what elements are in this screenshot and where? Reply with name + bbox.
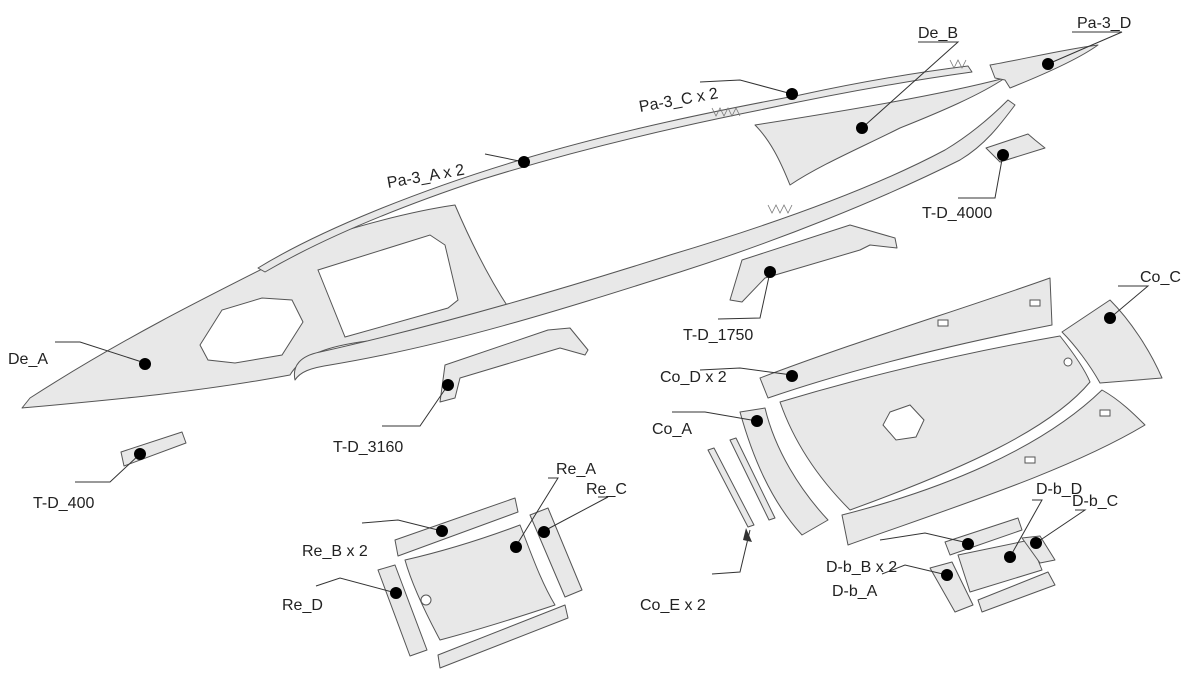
part-de-b xyxy=(754,77,1006,186)
part-co-d-upper xyxy=(759,277,1053,399)
label-co-e: Co_E x 2 xyxy=(640,597,706,614)
finger-joint-1 xyxy=(711,107,741,117)
part-co-d-lower xyxy=(841,389,1146,546)
part-co-d-main xyxy=(779,335,1091,511)
label-co-d: Co_D x 2 xyxy=(660,369,727,386)
finger-joint-2 xyxy=(767,204,793,214)
leaders xyxy=(55,31,1150,594)
part-pa3-c xyxy=(293,99,1016,381)
label-db-b: D-b_B x 2 xyxy=(826,559,897,576)
part-td-4000 xyxy=(985,133,1046,163)
part-re-b xyxy=(394,497,569,669)
label-dots xyxy=(134,58,1116,599)
label-db-a: D-b_A xyxy=(832,583,878,600)
label-td-3160: T-D_3160 xyxy=(333,439,403,456)
label-td-4000: T-D_4000 xyxy=(922,205,992,222)
part-td-400 xyxy=(120,431,187,467)
part-re-a xyxy=(404,524,556,641)
label-de-a: De_A xyxy=(8,351,48,368)
arrow-head-co-e xyxy=(743,528,752,542)
finger-joint-3 xyxy=(949,59,967,69)
label-db-c: D-b_C xyxy=(1072,493,1118,510)
part-de-a xyxy=(21,204,516,409)
part-co-e xyxy=(707,437,776,528)
part-co-c xyxy=(1061,299,1163,384)
label-co-c: Co_C xyxy=(1140,269,1181,286)
part-db-a xyxy=(929,561,974,613)
part-td-1750 xyxy=(729,224,898,303)
label-re-d: Re_D xyxy=(282,597,323,614)
label-pa3-d: Pa-3_D xyxy=(1077,15,1131,32)
label-re-b: Re_B x 2 xyxy=(302,543,368,560)
label-re-a: Re_A xyxy=(556,461,596,478)
label-td-1750: T-D_1750 xyxy=(683,327,753,344)
label-td-400: T-D_400 xyxy=(33,495,94,512)
part-db-d xyxy=(957,539,1043,593)
label-co-a: Co_A xyxy=(652,421,692,438)
part-td-3160 xyxy=(439,327,589,403)
labels: De_A De_B Pa-3_A x 2 Pa-3_C x 2 Pa-3_D T… xyxy=(8,15,1181,614)
part-co-a xyxy=(739,407,829,536)
label-re-c: Re_C xyxy=(586,481,627,498)
label-de-b: De_B xyxy=(918,25,958,42)
part-re-d xyxy=(377,564,428,657)
label-db-d: D-b_D xyxy=(1036,481,1082,498)
label-pa3-c: Pa-3_C x 2 xyxy=(638,85,720,116)
